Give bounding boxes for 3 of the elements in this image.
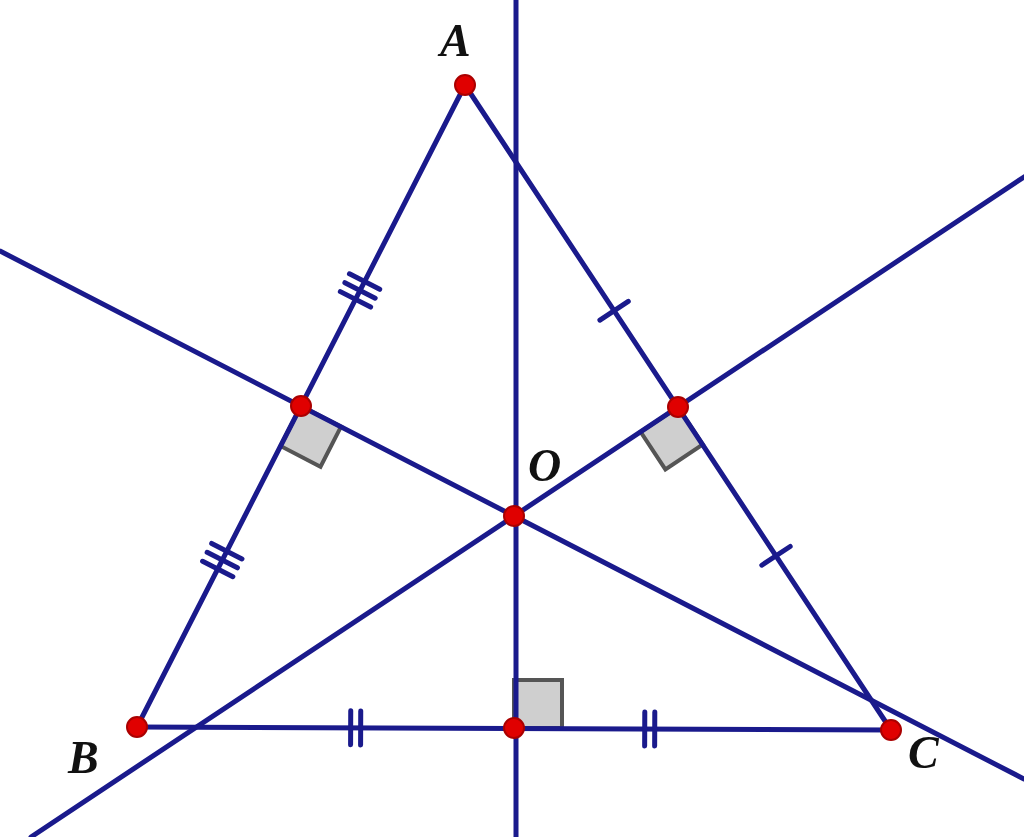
- point-label: O: [528, 443, 562, 489]
- point-label: C: [908, 730, 939, 776]
- point-label: B: [68, 735, 99, 781]
